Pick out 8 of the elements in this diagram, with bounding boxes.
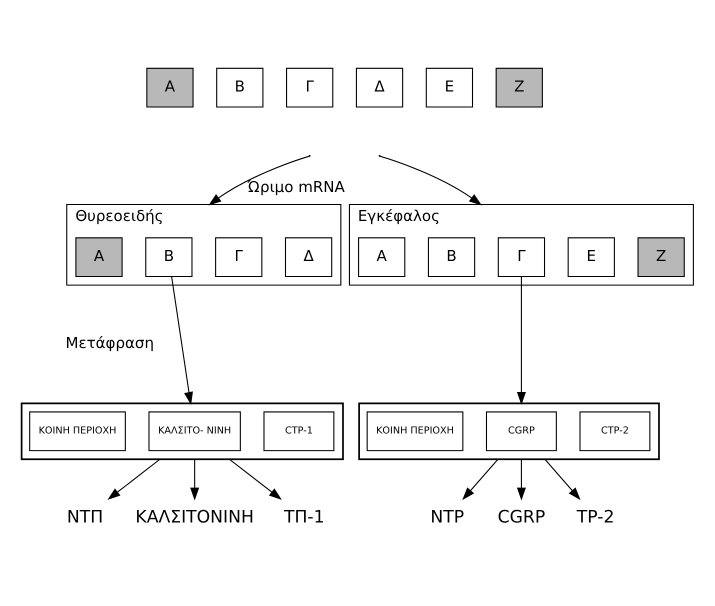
node-text: ΚΑΛΣΙΤΟΝΙΝΗ (135, 507, 254, 528)
edge-label: Ώριμο mRNA (248, 178, 345, 196)
label: Μετάφραση (66, 334, 154, 352)
node-text: TP-2 (576, 507, 614, 528)
node-text: ΝΤΠ (66, 507, 104, 528)
node-text: ΤΠ-1 (284, 507, 325, 528)
node-text: NTP (430, 507, 464, 528)
node-text: CGRP (498, 507, 546, 528)
